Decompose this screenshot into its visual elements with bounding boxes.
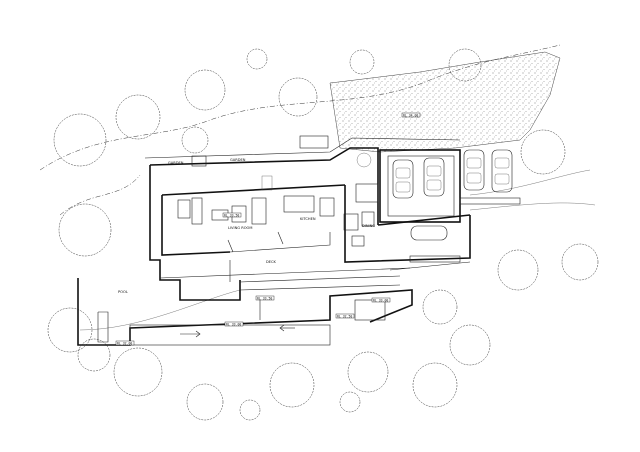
label-pool: POOL: [118, 290, 128, 294]
tree-2: [184, 69, 226, 111]
tree-20: [520, 129, 566, 175]
garage: [379, 149, 521, 223]
label-dining: DINING: [362, 224, 375, 228]
contour-line-3: [79, 289, 241, 331]
car-1: [392, 159, 414, 199]
tree-9: [58, 203, 112, 257]
level-tag-1: RL 34.00: [403, 113, 418, 117]
tree-15: [347, 351, 389, 393]
tree-10: [47, 307, 93, 353]
living-furniture: [177, 135, 461, 263]
label-living-room: LIVING ROOM: [228, 226, 252, 230]
pool: [77, 278, 413, 346]
tree-13: [186, 383, 224, 421]
contour-line-2: [59, 174, 141, 216]
tree-21: [561, 243, 599, 281]
tree-6: [349, 49, 375, 75]
tree-7: [448, 48, 482, 82]
level-tags: RL 34.00 RL 33.50 RL 33.50 RL 33.00 RL 3…: [115, 112, 421, 345]
gravel-driveway: [329, 51, 561, 153]
car-3: [463, 149, 485, 191]
trees: [47, 48, 599, 421]
car-2: [423, 157, 445, 197]
tree-23: [239, 399, 261, 421]
deck-edge: [159, 267, 411, 279]
tree-12: [113, 347, 163, 397]
tree-14: [269, 362, 315, 408]
tree-17: [449, 324, 491, 366]
boundary-line: [469, 169, 591, 196]
tree-19: [497, 249, 539, 291]
label-garden-right: GARDEN: [230, 158, 246, 162]
tree-22: [339, 391, 361, 413]
house-walls: [144, 137, 471, 301]
level-tag-5: RL 33.00: [226, 322, 241, 326]
level-tag-7: RL 32.00: [117, 341, 132, 345]
tree-11: [77, 338, 111, 372]
tree-1: [115, 94, 161, 140]
boundary-line-2: [469, 202, 596, 211]
tree-16: [412, 362, 458, 408]
contour-line-1: [39, 44, 561, 171]
car-4: [491, 149, 513, 193]
tree-5: [181, 126, 209, 154]
label-kitchen: KITCHEN: [300, 217, 316, 221]
level-tag-6: RL 32.50: [337, 314, 352, 318]
tree-18: [422, 289, 458, 325]
tree-4: [246, 48, 268, 70]
tree-8: [53, 113, 107, 167]
label-deck: DECK: [266, 260, 277, 264]
tree-3: [278, 77, 318, 117]
level-tag-3: RL 33.50: [257, 296, 272, 300]
level-tag-2: RL 33.50: [224, 213, 239, 217]
label-garden-left: GARDEN: [168, 161, 184, 165]
level-tag-4: RL 33.00: [373, 298, 388, 302]
